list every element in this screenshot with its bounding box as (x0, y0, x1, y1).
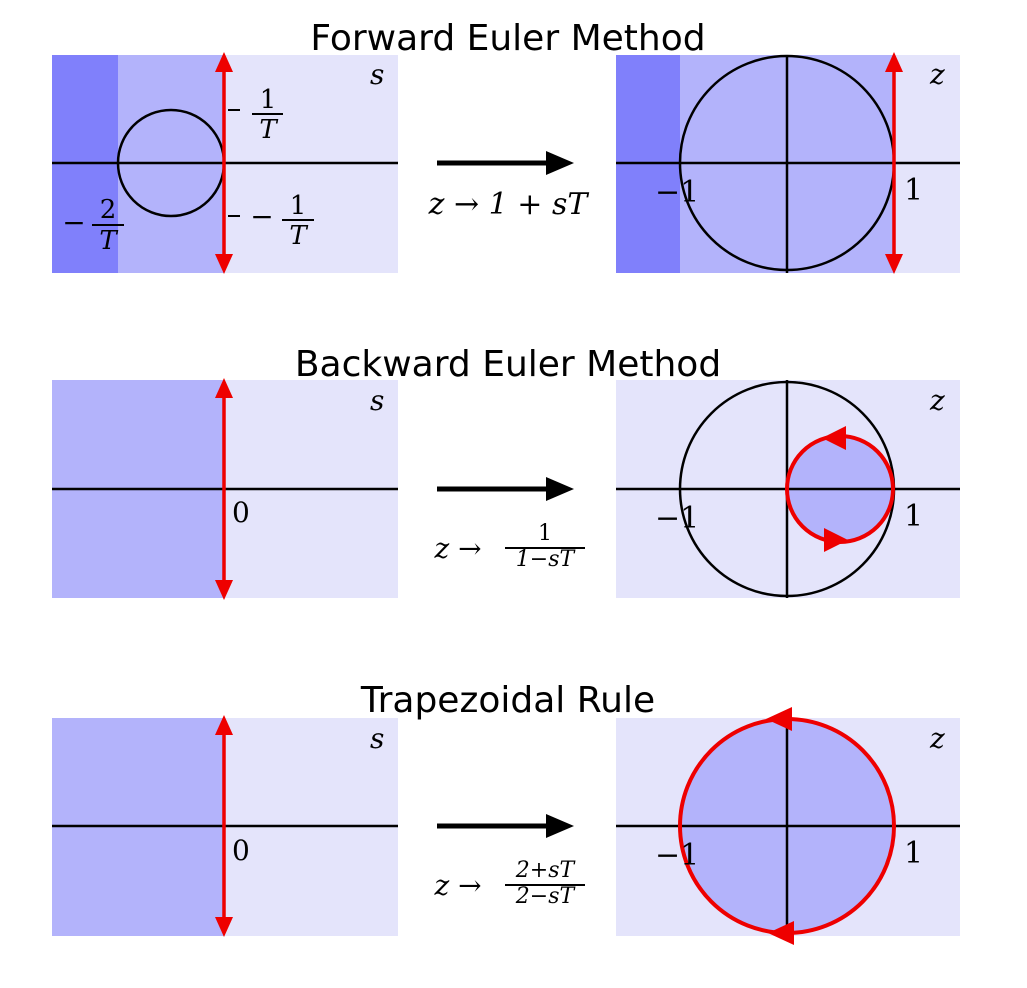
arrow-head-up (215, 715, 233, 735)
origin-label: 0 (232, 834, 250, 867)
arrow-head-down (215, 917, 233, 937)
mapping-numerator: 1 (538, 521, 552, 546)
label-one: 1 (904, 499, 923, 534)
tick-label-upper-num: 1 (260, 85, 277, 115)
section-title: Forward Euler Method (310, 18, 705, 59)
tick-label-left-num: 2 (100, 195, 117, 225)
section-title: Trapezoidal Rule (360, 680, 655, 721)
mapping-arrow: z → 1 1−sT (433, 477, 585, 572)
plane-label-z: z (929, 58, 945, 91)
mapping-numerator: 2+sT (515, 858, 577, 883)
z-plane: z −1 1 (616, 707, 960, 945)
tick-label-lower-num: 1 (290, 191, 307, 221)
mapping-formula: z → 1 + sT (428, 187, 590, 222)
label-neg-one: −1 (655, 501, 699, 536)
tick-label-lower-den: T (289, 221, 308, 251)
z-plane: z −1 1 (616, 52, 960, 274)
tick-label-upper-den: T (259, 115, 278, 145)
arrow-head-down (885, 254, 903, 274)
s-plane: s 1 T − 1 T − 2 T (52, 52, 398, 274)
arrow-head-bottom (768, 921, 794, 945)
tick-label-left-sign: − (62, 206, 85, 239)
arrow-head-up (885, 52, 903, 72)
mapping-lhs: z → (433, 869, 481, 902)
mapping-arrow: z → 2+sT 2−sT (433, 814, 585, 909)
mapping-denominator: 2−sT (515, 884, 577, 909)
mapping-denominator: 1−sT (516, 547, 577, 572)
arrow-head-bottom (824, 528, 848, 552)
label-neg-one: −1 (655, 175, 699, 210)
arrow-head-top (822, 426, 846, 450)
arrow-head-up (215, 378, 233, 398)
origin-label: 0 (232, 496, 250, 529)
arrow-head-up (215, 52, 233, 72)
s-plane: s 0 (52, 715, 398, 937)
mapping-arrow: z → 1 + sT (428, 151, 590, 222)
plane-label-s: s (370, 58, 384, 91)
plane-label-s: s (370, 384, 384, 417)
section-trapezoidal: Trapezoidal Rule s 0 z → 2+sT 2−sT (52, 680, 960, 945)
section-forward-euler: Forward Euler Method s 1 T − 1 T − 2 (52, 18, 960, 274)
tick-label-lower-sign: − (250, 200, 273, 233)
arrow-head-down (215, 254, 233, 274)
section-title: Backward Euler Method (295, 344, 721, 385)
arrow-head-down (215, 580, 233, 600)
s-plane: s 0 (52, 378, 398, 600)
plane-label-z: z (929, 384, 945, 417)
label-neg-one: −1 (655, 838, 699, 873)
mapping-lhs: z → (433, 532, 481, 565)
label-one: 1 (904, 836, 923, 871)
section-backward-euler: Backward Euler Method s 0 z → 1 1−sT (52, 344, 960, 600)
arrow-head-top (766, 707, 792, 731)
plane-label-s: s (370, 722, 384, 755)
plane-label-z: z (929, 722, 945, 755)
tick-label-left-den: T (99, 226, 118, 256)
label-one: 1 (904, 173, 923, 208)
z-plane: z −1 1 (616, 380, 960, 598)
